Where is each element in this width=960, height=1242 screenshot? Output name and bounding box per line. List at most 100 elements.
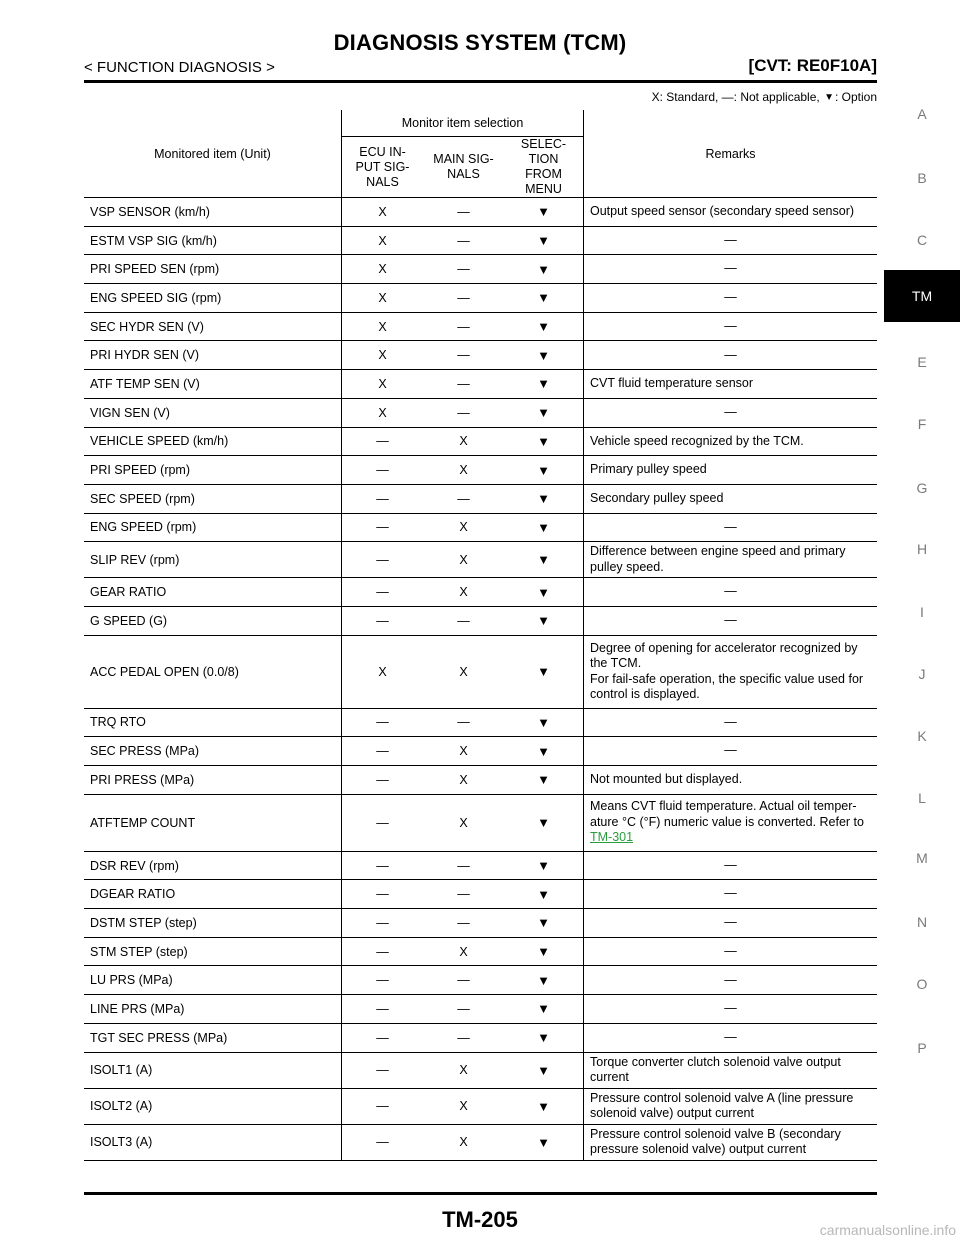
monitored-item-cell: SEC PRESS (MPa) (84, 736, 342, 766)
ecu-input-signal-cell: — (376, 1135, 389, 1149)
remarks-cell: — (724, 857, 737, 872)
table-row: VEHICLE SPEED (km/h)—X▼Vehicle speed rec… (84, 427, 877, 456)
table-row: DSR REV (rpm)——▼— (84, 851, 877, 880)
sidebar-tab-o[interactable]: O (916, 976, 928, 992)
selection-from-menu-cell: ▼ (504, 708, 584, 737)
table-row: ISOLT3 (A)—X▼Pressure control solenoid v… (84, 1124, 877, 1160)
selection-from-menu-cell: ▼ (504, 606, 584, 636)
sidebar-tab-e[interactable]: E (917, 354, 927, 370)
sidebar-tab-j[interactable]: J (918, 666, 926, 682)
sidebar-tab-g[interactable]: G (916, 480, 928, 496)
ecu-input-signal-cell: X (378, 233, 387, 248)
ecu-input-signal-cell: — (376, 491, 389, 506)
main-signal-cell: X (459, 664, 468, 679)
main-signal-cell: — (457, 262, 470, 277)
sidebar-tab-tm[interactable]: TM (884, 270, 960, 322)
table-row: GEAR RATIO—X▼— (84, 577, 877, 607)
table-row: ATF TEMP SEN (V)X—▼CVT fluid temperature… (84, 369, 877, 399)
footer-rule (84, 1192, 877, 1195)
sidebar-tab-p[interactable]: P (917, 1040, 927, 1056)
reference-link[interactable]: TM-301 (590, 830, 634, 845)
monitored-item-cell: ATFTEMP COUNT (84, 794, 342, 852)
ecu-input-signal-cell: — (376, 715, 389, 730)
remarks-cell: — (724, 886, 737, 901)
header-remarks: Remarks (705, 146, 756, 161)
ecu-input-signal-cell: — (376, 815, 389, 830)
remarks-cell: Torque converter clutch solenoid valve o… (590, 1054, 841, 1085)
main-signal-cell: — (457, 204, 470, 219)
sidebar-tab-h[interactable]: H (916, 541, 928, 557)
main-signal-cell: X (459, 434, 468, 449)
table-row: PRI SPEED SEN (rpm)X—▼— (84, 254, 877, 284)
table-row: SEC PRESS (MPa)—X▼— (84, 736, 877, 766)
selection-from-menu-cell: ▼ (504, 736, 584, 766)
monitored-item-cell: G SPEED (G) (84, 606, 342, 636)
remarks-cell: — (724, 972, 737, 987)
ecu-input-signal-cell: — (376, 915, 389, 930)
remarks-cell: — (724, 290, 737, 305)
table-row: G SPEED (G)——▼— (84, 606, 877, 636)
sidebar-tab-l[interactable]: L (918, 790, 926, 806)
sidebar-tab-b[interactable]: B (917, 170, 927, 186)
table-row: LINE PRS (MPa)——▼— (84, 994, 877, 1024)
selection-from-menu-cell: ▼ (504, 369, 584, 399)
ecu-input-signal-cell: — (376, 520, 389, 535)
selection-from-menu-cell: ▼ (504, 965, 584, 995)
ecu-input-signal-cell: X (378, 664, 387, 679)
remarks-cell: Pressure control solenoid valve A (line … (590, 1090, 854, 1121)
main-signal-cell: X (459, 772, 468, 787)
sidebar-tab-a[interactable]: A (917, 106, 927, 122)
main-signal-cell: X (459, 520, 468, 535)
remarks-cell: — (724, 1029, 737, 1044)
legend-suffix: : Option (834, 90, 877, 104)
remarks-cell: — (724, 519, 737, 534)
remarks-cell: — (724, 404, 737, 419)
table-row: PRI HYDR SEN (V)X—▼— (84, 340, 877, 370)
main-signal-cell: — (457, 376, 470, 391)
ecu-input-signal-cell: X (378, 376, 387, 391)
table-row: PRI SPEED (rpm)—X▼Primary pulley speed (84, 455, 877, 485)
selection-from-menu-cell: ▼ (504, 1052, 584, 1088)
ecu-input-signal-cell: X (378, 348, 387, 363)
table-row: SLIP REV (rpm)—X▼Difference between engi… (84, 541, 877, 578)
ecu-input-signal-cell: — (376, 944, 389, 959)
ecu-input-signal-cell: X (378, 262, 387, 277)
ecu-input-signal-cell: — (376, 973, 389, 988)
main-signal-cell: — (457, 1001, 470, 1016)
page-title: DIAGNOSIS SYSTEM (TCM) (333, 30, 627, 55)
selection-from-menu-cell: ▼ (504, 484, 584, 514)
monitored-item-cell: ATF TEMP SEN (V) (84, 369, 342, 399)
option-triangle-icon: ▼ (824, 92, 834, 103)
header-main-text: MAIN SIG- NALS (433, 152, 494, 181)
sidebar-tab-n[interactable]: N (916, 914, 928, 930)
monitored-item-cell: ISOLT3 (A) (84, 1124, 342, 1160)
remarks-text: Means CVT fluid temperature. Actual oil … (590, 799, 864, 829)
sidebar-tab-c[interactable]: C (916, 232, 928, 248)
header-main-signals: MAIN SIG- NALS (423, 137, 504, 198)
selection-from-menu-cell: ▼ (504, 455, 584, 485)
ecu-input-signal-cell: — (376, 1063, 389, 1077)
main-signal-cell: — (457, 973, 470, 988)
remarks-cell: — (724, 261, 737, 276)
remarks-cell: — (724, 714, 737, 729)
sidebar-tab-m[interactable]: M (916, 850, 928, 866)
sidebar-tab-f[interactable]: F (917, 416, 927, 432)
selection-from-menu-cell: ▼ (504, 226, 584, 255)
selection-from-menu-cell: ▼ (504, 937, 584, 966)
selection-from-menu-cell: ▼ (504, 994, 584, 1024)
selection-from-menu-cell: ▼ (504, 541, 584, 578)
ecu-input-signal-cell: — (376, 552, 389, 567)
remarks-cell: Primary pulley speed (590, 462, 707, 477)
remarks-cell: — (724, 613, 737, 628)
main-signal-cell: — (457, 348, 470, 363)
selection-from-menu-cell: ▼ (504, 283, 584, 313)
main-signal-cell: — (457, 858, 470, 873)
table-row: VSP SENSOR (km/h)X—▼Output speed sensor … (84, 197, 877, 227)
selection-from-menu-cell: ▼ (504, 794, 584, 852)
monitored-item-cell: TRQ RTO (84, 708, 342, 737)
monitored-item-cell: PRI PRESS (MPa) (84, 765, 342, 795)
sidebar-tab-i[interactable]: I (920, 604, 924, 620)
table-row: ENG SPEED (rpm)—X▼— (84, 513, 877, 542)
sidebar-tab-k[interactable]: K (917, 728, 927, 744)
